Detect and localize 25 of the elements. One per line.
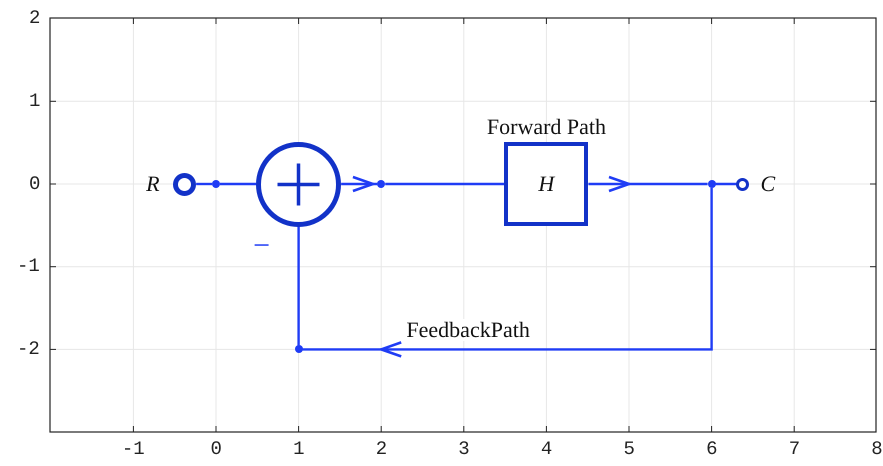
axis-tick-label: -1	[17, 257, 40, 276]
axis-tick-label: 0	[29, 174, 40, 194]
block-heading: Forward Path	[486, 116, 606, 138]
axis-tick-label: 2	[29, 9, 40, 28]
signal-label: −	[253, 231, 270, 261]
axis-tick-label: 7	[788, 440, 800, 459]
axis-tick-label: 2	[376, 440, 388, 459]
junction-dot	[212, 180, 220, 188]
axis-tick-label: 5	[624, 440, 635, 459]
axis-tick-label: 4	[540, 440, 552, 459]
signal-label: R	[146, 173, 160, 195]
signal-label: C	[760, 173, 776, 195]
axis-tick-label: 0	[210, 440, 222, 459]
axis-tick-label: 1	[29, 92, 40, 111]
axis-tick-label: 3	[458, 440, 470, 459]
axis-tick-label: -2	[17, 340, 40, 359]
edge-label: FeedbackPath	[404, 319, 532, 342]
junction-dot	[708, 180, 716, 188]
axis-tick-label: 6	[706, 440, 718, 459]
junction-dot	[294, 345, 303, 354]
axis-tick-label: -1	[122, 440, 145, 459]
axis-tick-label: 8	[871, 440, 883, 459]
junction-dot	[377, 180, 386, 188]
block-label: H	[538, 173, 554, 195]
axis-tick-label: 1	[293, 440, 304, 459]
